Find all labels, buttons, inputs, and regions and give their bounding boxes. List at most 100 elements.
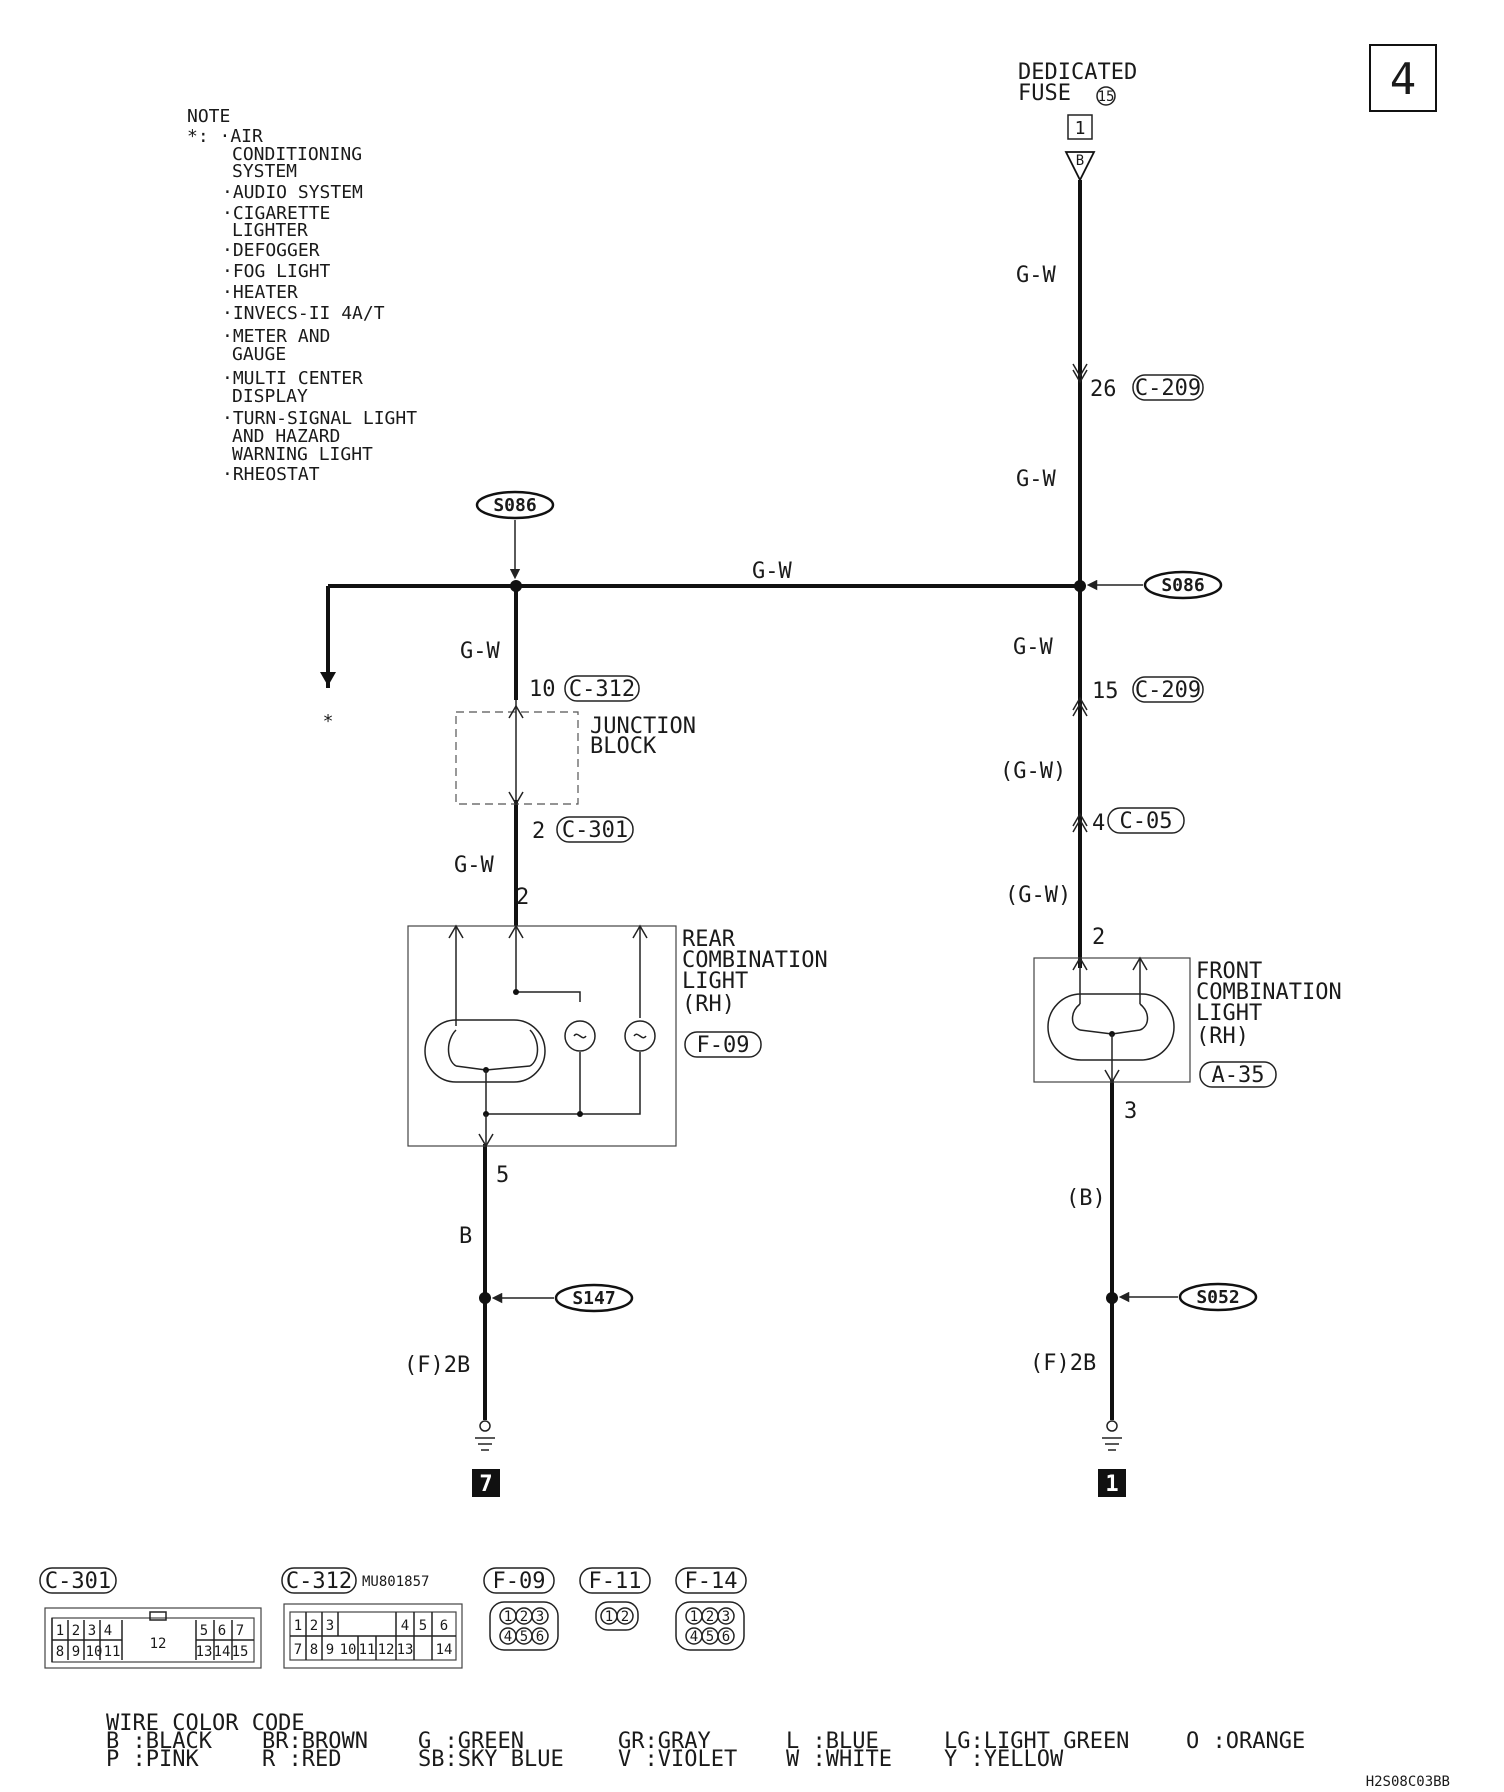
fuse-label: DEDICATED bbox=[1018, 60, 1137, 85]
splice-dot bbox=[1074, 580, 1086, 592]
note-line: SYSTEM bbox=[232, 161, 297, 182]
svg-text:6: 6 bbox=[536, 1629, 544, 1645]
svg-text:11: 11 bbox=[104, 1644, 121, 1660]
svg-text:LIGHT: LIGHT bbox=[682, 969, 748, 994]
svg-text:C-312: C-312 bbox=[286, 1569, 352, 1594]
svg-text:2: 2 bbox=[516, 885, 529, 910]
svg-text:5: 5 bbox=[419, 1618, 427, 1634]
note-line: DISPLAY bbox=[232, 386, 308, 407]
ground-right: 1 bbox=[1098, 1420, 1126, 1497]
svg-text:2: 2 bbox=[532, 819, 545, 844]
svg-text:7: 7 bbox=[479, 1472, 492, 1497]
svg-text:5: 5 bbox=[706, 1629, 714, 1645]
fuse-pin: 1 bbox=[1075, 118, 1086, 139]
wire-label: G-W bbox=[1013, 635, 1053, 660]
svg-text:C-312: C-312 bbox=[569, 677, 635, 702]
splice-s147: S147 bbox=[491, 1283, 634, 1313]
connector-view-f14: F-14 1 2 3 4 5 6 bbox=[675, 1567, 747, 1651]
svg-text:COMBINATION: COMBINATION bbox=[682, 948, 828, 973]
note-line: LIGHTER bbox=[232, 220, 308, 241]
svg-text:6: 6 bbox=[722, 1629, 730, 1645]
svg-text:SB:SKY BLUE: SB:SKY BLUE bbox=[418, 1747, 564, 1772]
svg-text:BLOCK: BLOCK bbox=[590, 734, 657, 759]
svg-text:5: 5 bbox=[520, 1629, 528, 1645]
svg-text:14: 14 bbox=[436, 1642, 453, 1658]
wire-label: (G-W) bbox=[1000, 759, 1066, 784]
svg-text:4: 4 bbox=[401, 1618, 409, 1634]
svg-text:G :GREEN: G :GREEN bbox=[418, 1729, 524, 1754]
svg-text:2: 2 bbox=[72, 1623, 80, 1639]
note-line: CONDITIONING bbox=[232, 144, 362, 165]
drop-arrow bbox=[320, 672, 336, 686]
note-line: AND HAZARD bbox=[232, 426, 340, 447]
svg-text:4: 4 bbox=[1092, 811, 1105, 836]
wire-label: B bbox=[459, 1224, 472, 1249]
connector-arrow bbox=[1072, 812, 1088, 827]
svg-text:S147: S147 bbox=[572, 1288, 615, 1309]
svg-text:7: 7 bbox=[236, 1623, 244, 1639]
dedicated-fuse: DEDICATED FUSE 15 1 B bbox=[1018, 60, 1137, 183]
connector-c301: 2 C-301 bbox=[532, 816, 634, 844]
svg-text:6: 6 bbox=[218, 1623, 226, 1639]
note-block: NOTE *: ·AIR CONDITIONING SYSTEM ·AUDIO … bbox=[187, 106, 417, 485]
note-line: ·TURN-SIGNAL LIGHT bbox=[222, 408, 417, 429]
svg-text:9: 9 bbox=[326, 1642, 334, 1658]
svg-text:15: 15 bbox=[232, 1644, 249, 1660]
svg-text:F-09: F-09 bbox=[493, 1569, 546, 1594]
svg-text:V :VIOLET: V :VIOLET bbox=[618, 1747, 737, 1772]
fuse-number-circle bbox=[1096, 86, 1116, 106]
svg-text:5: 5 bbox=[496, 1163, 509, 1188]
connector-c312: 10 C-312 bbox=[529, 675, 640, 702]
svg-text:F-11: F-11 bbox=[589, 1569, 642, 1594]
svg-text:4: 4 bbox=[104, 1623, 112, 1639]
svg-text:P :PINK: P :PINK bbox=[106, 1747, 199, 1772]
note-line: WARNING LIGHT bbox=[232, 444, 373, 465]
svg-text:W :WHITE: W :WHITE bbox=[786, 1747, 892, 1772]
svg-text:F-09: F-09 bbox=[697, 1033, 750, 1058]
note-line: *: ·AIR bbox=[187, 126, 263, 147]
svg-text:Y :YELLOW: Y :YELLOW bbox=[944, 1747, 1064, 1772]
svg-text:C-301: C-301 bbox=[562, 818, 628, 843]
svg-text:6: 6 bbox=[440, 1618, 448, 1634]
note-line: ·RHEOSTAT bbox=[222, 464, 320, 485]
splice-dot bbox=[479, 1292, 491, 1304]
svg-text:1: 1 bbox=[56, 1623, 64, 1639]
svg-text:1: 1 bbox=[504, 1609, 512, 1625]
asterisk-mark: * bbox=[323, 711, 334, 732]
svg-text:BR:BROWN: BR:BROWN bbox=[262, 1729, 368, 1754]
connector-c209-26: 26 C-209 bbox=[1090, 374, 1204, 402]
svg-text:1: 1 bbox=[1105, 1472, 1118, 1497]
svg-text:13: 13 bbox=[196, 1644, 213, 1660]
wire-label: G-W bbox=[454, 853, 494, 878]
note-line: ·CIGARETTE bbox=[222, 203, 330, 224]
svg-text:LG:LIGHT GREEN: LG:LIGHT GREEN bbox=[944, 1729, 1129, 1754]
svg-text:C-209: C-209 bbox=[1135, 678, 1201, 703]
svg-text:3: 3 bbox=[88, 1623, 96, 1639]
svg-text:2: 2 bbox=[310, 1618, 318, 1634]
fuse-label: FUSE bbox=[1018, 81, 1071, 106]
note-line: ·HEATER bbox=[222, 282, 298, 303]
svg-text:O :ORANGE: O :ORANGE bbox=[1186, 1729, 1305, 1754]
svg-text:10: 10 bbox=[529, 677, 556, 702]
note-line: ·DEFOGGER bbox=[222, 240, 320, 261]
svg-text:5: 5 bbox=[200, 1623, 208, 1639]
page-number-box bbox=[1369, 44, 1437, 112]
svg-text:C-301: C-301 bbox=[45, 1569, 111, 1594]
wire-label: G-W bbox=[1016, 263, 1056, 288]
svg-text:A-35: A-35 bbox=[1212, 1063, 1265, 1088]
svg-text:13: 13 bbox=[397, 1642, 414, 1658]
svg-text:(RH): (RH) bbox=[1196, 1024, 1249, 1049]
svg-text:(RH): (RH) bbox=[682, 992, 735, 1017]
svg-text:11: 11 bbox=[359, 1642, 376, 1658]
fuse-connector-triangle bbox=[1064, 151, 1096, 183]
svg-text:JUNCTION: JUNCTION bbox=[590, 714, 696, 739]
note-title: NOTE bbox=[187, 106, 230, 127]
svg-text:2: 2 bbox=[706, 1609, 714, 1625]
note-line: ·INVECS-II 4A/T bbox=[222, 303, 385, 324]
front-combination-light: 2 FRONT COMBINATION LIGHT (RH) A-35 3 bbox=[1033, 925, 1342, 1124]
svg-text:15: 15 bbox=[1092, 679, 1119, 704]
page-number: 4 bbox=[1390, 54, 1417, 105]
svg-text:FRONT: FRONT bbox=[1196, 959, 1262, 984]
note-line: GAUGE bbox=[232, 344, 286, 365]
fuse-number: 15 bbox=[1098, 89, 1115, 105]
